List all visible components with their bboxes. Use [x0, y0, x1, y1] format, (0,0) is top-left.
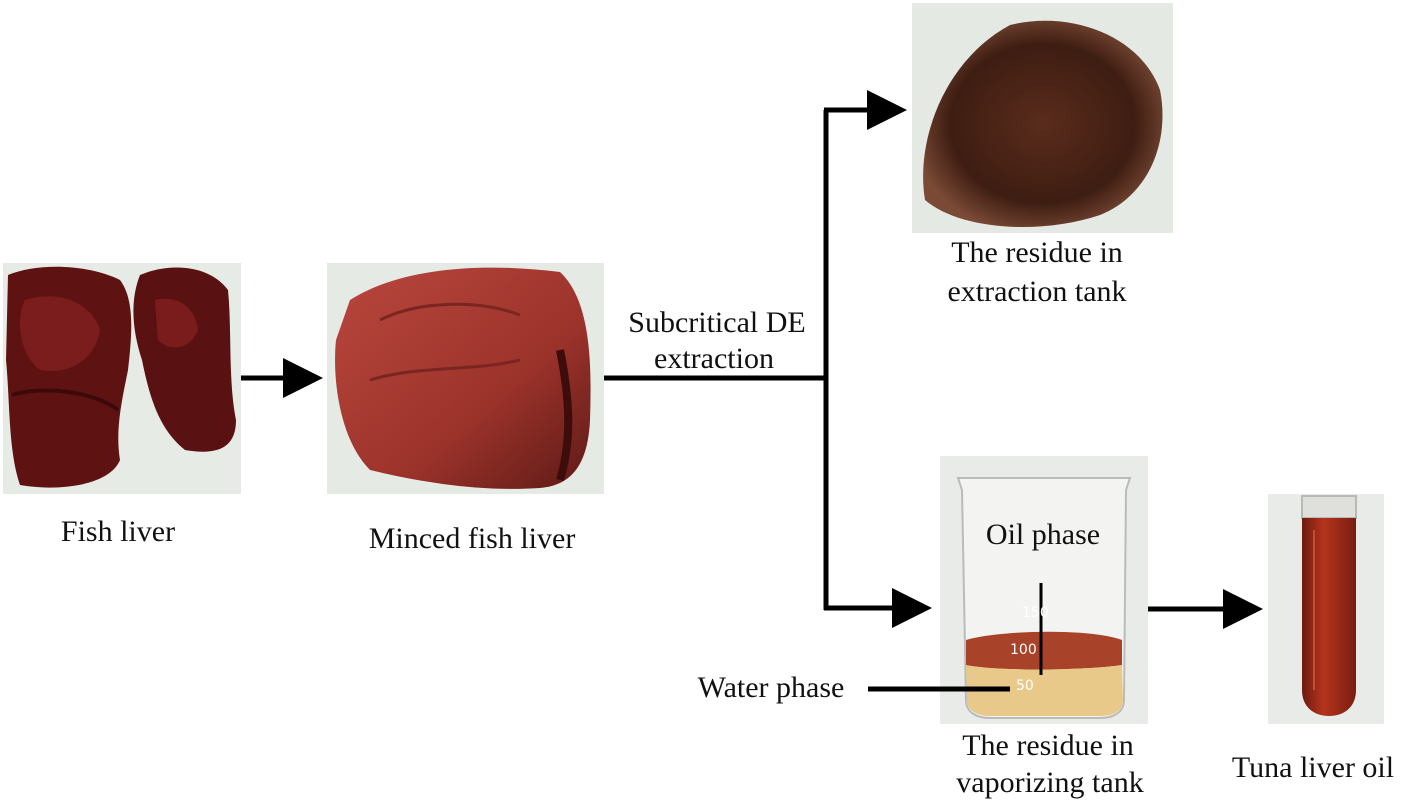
extraction-residue-label-line1: The residue in: [951, 236, 1123, 269]
extraction-residue-label-line2: extraction tank: [947, 275, 1126, 308]
minced-fish-liver-photo: [327, 263, 604, 494]
branch-connector: [604, 90, 932, 628]
extraction-residue-photo: [912, 3, 1173, 233]
beaker-mark-50: 50: [1016, 678, 1034, 694]
beaker-mark-100: 100: [1010, 642, 1037, 658]
vaporizing-residue-label-line2: vaporizing tank: [956, 766, 1143, 799]
extraction-label-line2: extraction: [654, 342, 774, 375]
fish-liver-label: Fish liver: [61, 515, 175, 548]
extraction-label-line1: Subcritical DE: [628, 306, 805, 339]
fish-liver-photo: [3, 263, 241, 494]
beaker-photo: 150 100 50: [940, 456, 1148, 724]
oil-phase-label: Oil phase: [986, 518, 1100, 551]
water-phase-label: Water phase: [698, 671, 845, 704]
vaporizing-residue-label-line1: The residue in: [962, 729, 1134, 762]
test-tube-photo: [1268, 494, 1384, 724]
beaker-mark-150: 150: [1022, 605, 1049, 621]
minced-fish-liver-label: Minced fish liver: [369, 522, 576, 555]
tuna-liver-oil-label: Tuna liver oil: [1232, 751, 1394, 784]
